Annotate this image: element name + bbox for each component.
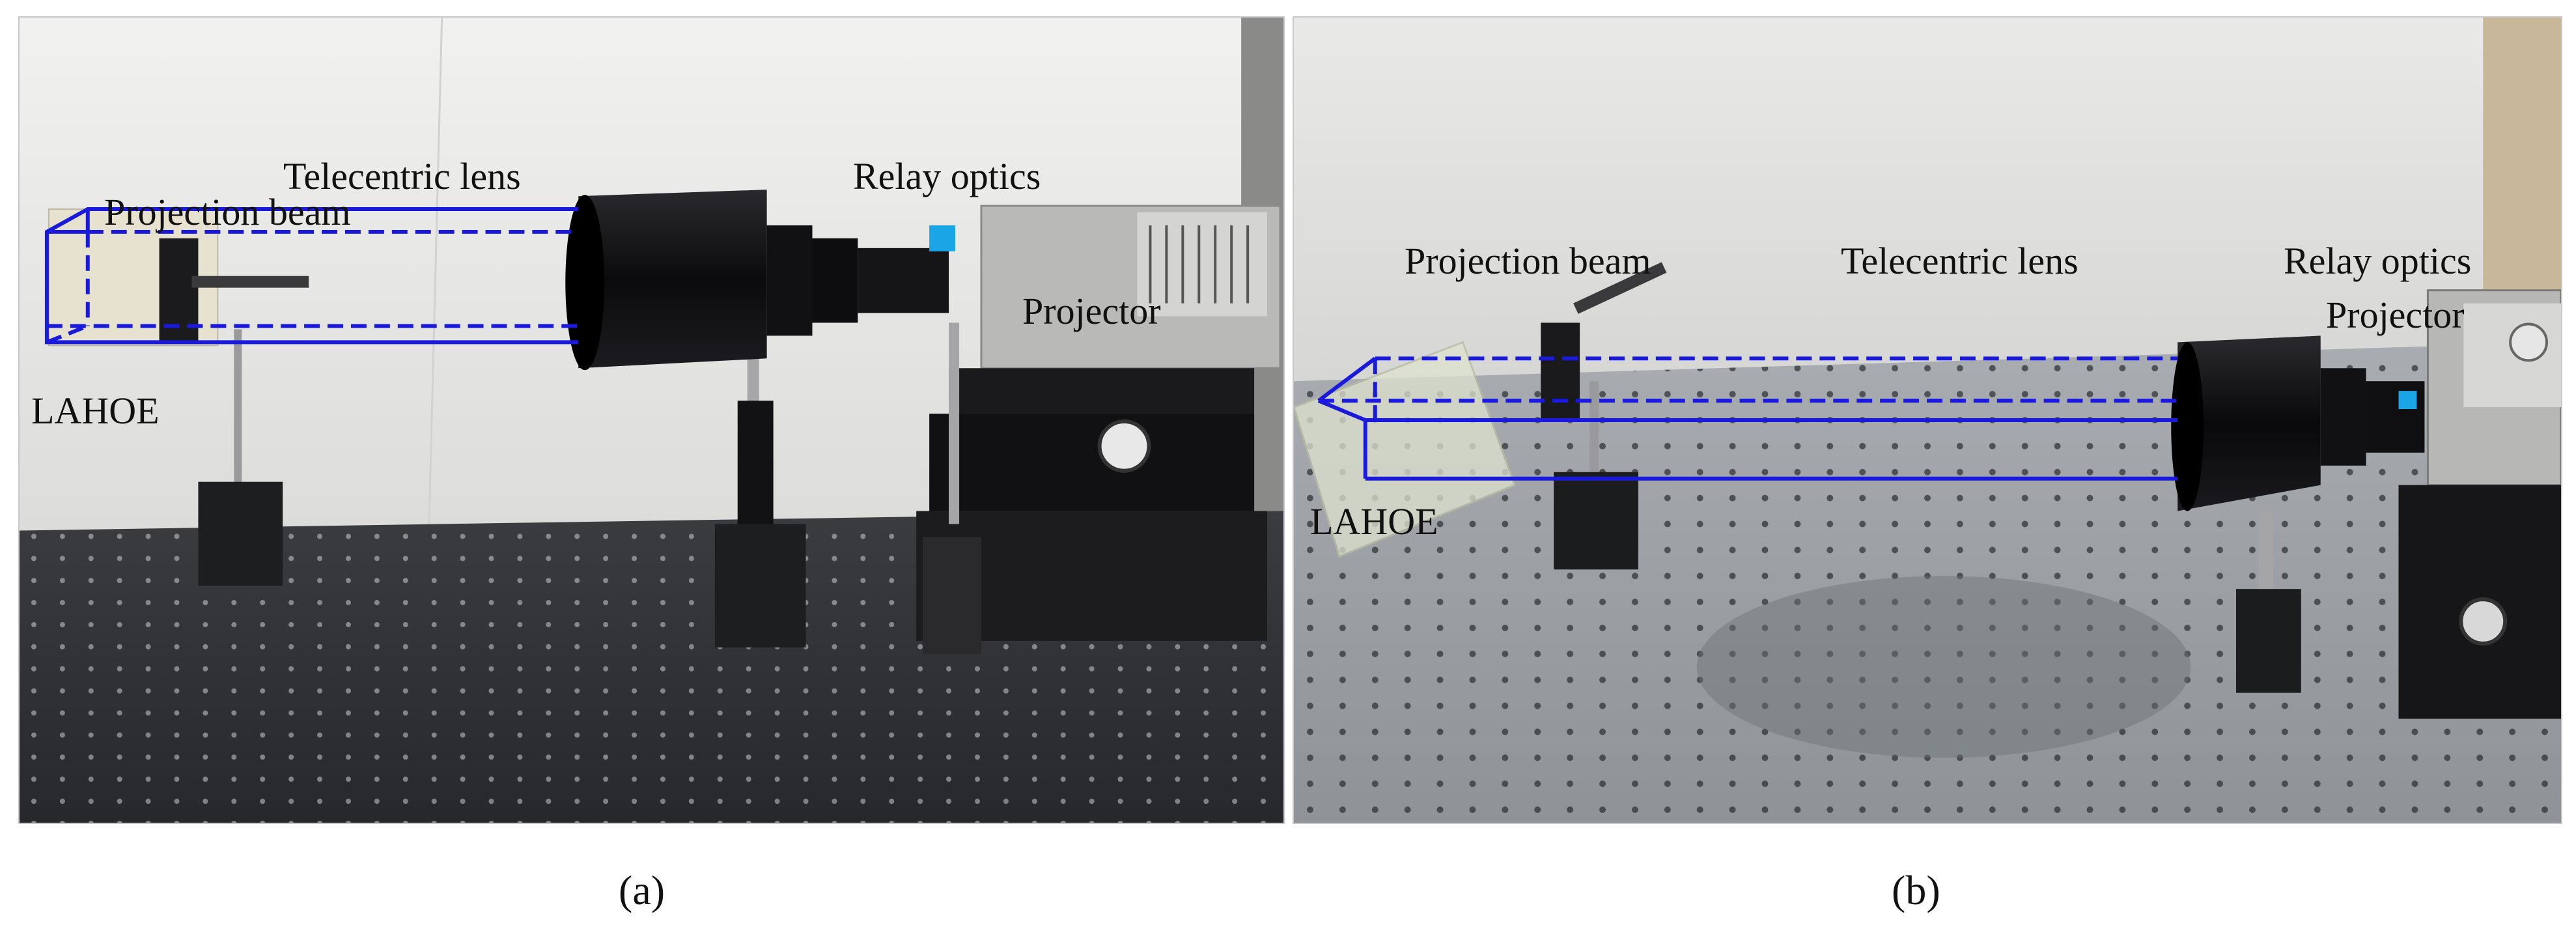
post-base-lahoe	[1554, 472, 1638, 570]
caption-a: (a)	[619, 867, 665, 913]
relay-blue-knob	[929, 225, 956, 251]
label-lahoe: LAHOE	[31, 390, 160, 432]
caption-b: (b)	[1892, 867, 1940, 913]
label-telecentric-lens: Telecentric lens	[283, 155, 521, 197]
label-relay-optics: Relay optics	[853, 155, 1041, 197]
projection-beam-outline	[1317, 356, 2178, 481]
setup-photo-b	[1294, 18, 2561, 823]
relay-blue-knob	[2398, 391, 2417, 410]
label-telecentric-lens: Telecentric lens	[1841, 240, 2079, 282]
telecentric-lens-body	[2177, 335, 2321, 511]
photo-panel-b: Projection beam Telecentric lens Relay o…	[1293, 16, 2562, 824]
post-base-lens	[714, 524, 806, 647]
lahoe-plate	[1294, 341, 1517, 558]
post-base-lahoe	[198, 481, 283, 586]
projection-beam-outline	[44, 207, 579, 345]
post-base-lens	[2236, 589, 2301, 693]
label-projection-beam: Projection beam	[104, 191, 351, 233]
label-projector: Projector	[1022, 290, 1161, 332]
photo-panel-a: Telecentric lens Relay optics Projection…	[18, 16, 1285, 824]
setup-photo-a	[20, 18, 1283, 823]
label-projection-beam: Projection beam	[1405, 240, 1651, 282]
label-relay-optics: Relay optics	[2284, 240, 2472, 282]
label-lahoe: LAHOE	[1310, 500, 1438, 543]
relay-optics-body	[858, 248, 949, 313]
telecentric-lens-body	[578, 190, 767, 369]
wall-background	[1294, 18, 2561, 382]
label-projector: Projector	[2326, 294, 2465, 336]
